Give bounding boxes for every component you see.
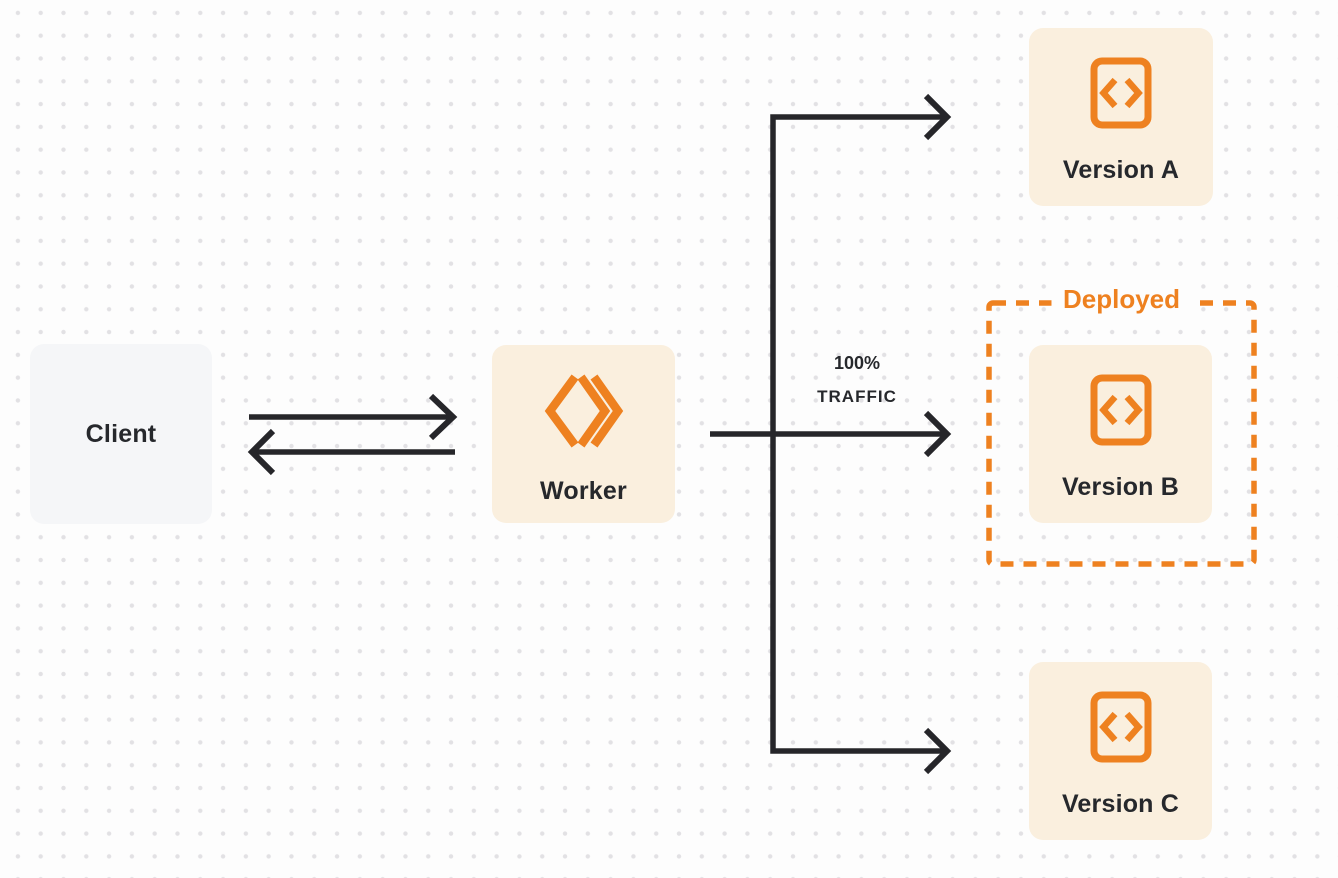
traffic-percentage-label: 100%: [833, 353, 881, 373]
version-c-arrowhead: [923, 727, 952, 775]
version-a-arrowhead: [923, 93, 952, 141]
version-b-node-label: Version B: [1061, 473, 1180, 501]
version-c-node-label: Version C: [1061, 790, 1180, 818]
traffic-word-label: TRAFFIC: [817, 387, 897, 406]
deployed-dashed-border: [986, 300, 1257, 567]
workers-chevron-diamond-icon: [542, 372, 626, 450]
worker-to-client-arrowhead: [247, 428, 276, 476]
code-file-icon: [1090, 691, 1152, 763]
version-b-arrowhead: [923, 410, 952, 458]
worker-branch-trunk-line: [770, 114, 944, 754]
client-node: Client: [30, 344, 212, 524]
deployed-badge-label: Deployed: [1050, 284, 1193, 315]
traffic-annotation: 100% TRAFFIC: [782, 347, 932, 413]
version-b-node: Version B: [1029, 345, 1212, 523]
worker-node: Worker: [492, 345, 675, 523]
client-to-worker-arrowhead: [428, 393, 458, 441]
deployed-group-outline: Deployed: [986, 284, 1257, 567]
code-file-icon: [1090, 57, 1152, 129]
version-c-node: Version C: [1029, 662, 1212, 840]
version-a-node-label: Version A: [1062, 156, 1180, 184]
code-file-icon: [1090, 374, 1152, 446]
worker-node-label: Worker: [540, 477, 627, 505]
version-a-node: Version A: [1029, 28, 1213, 206]
client-node-label: Client: [85, 420, 157, 448]
